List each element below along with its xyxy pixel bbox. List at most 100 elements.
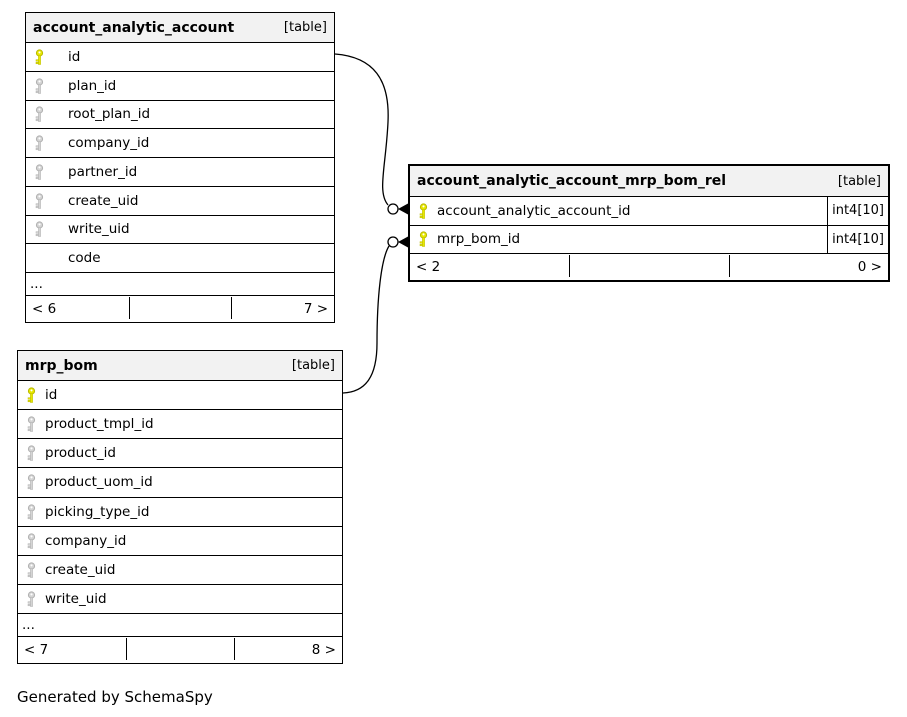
column-row-account_analytic_account_id: account_analytic_account_id int4[10]	[410, 197, 888, 225]
foreign-key-icon	[35, 78, 44, 94]
relationship-edge-mrp-bom	[342, 236, 408, 394]
table-name[interactable]: account_analytic_account_mrp_bom_rel	[417, 173, 727, 189]
footer-parents-count: < 2	[416, 259, 441, 275]
foreign-key-icon	[27, 474, 36, 491]
key-icon-slot	[26, 474, 45, 491]
column-type: int4[10]	[827, 197, 888, 225]
foreign-key-icon	[35, 135, 44, 151]
column-row-company_id: company_id	[18, 525, 342, 555]
column-row-create_uid: create_uid	[26, 185, 334, 215]
foreign-key-icon	[35, 106, 44, 123]
table-header[interactable]: mrp_bom [table]	[18, 351, 342, 381]
table-account_analytic_account: account_analytic_account [table] id plan_id…	[25, 12, 335, 323]
column-name: plan_id	[68, 77, 117, 94]
column-row-company_id: company_id	[26, 128, 334, 157]
primary-key-icon	[35, 49, 44, 65]
column-row-plan_id: plan_id	[26, 70, 334, 100]
key-icon-slot	[26, 503, 45, 520]
key-icon-slot	[26, 562, 45, 578]
key-icon-slot	[26, 533, 45, 549]
column-name: create_uid	[45, 561, 116, 578]
key-icon-slot	[34, 78, 68, 94]
table-header[interactable]: account_analytic_account_mrp_bom_rel [tab…	[410, 166, 888, 197]
edge-arrowhead-icon	[398, 236, 408, 248]
more-columns-ellipsis: ...	[18, 613, 342, 636]
column-name: picking_type_id	[45, 503, 150, 520]
primary-key-icon	[419, 231, 428, 247]
column-name: code	[68, 250, 101, 267]
key-icon-slot	[26, 387, 45, 403]
key-icon-slot	[26, 416, 45, 432]
foreign-key-icon	[35, 221, 44, 238]
primary-key-icon	[419, 203, 428, 219]
key-icon-slot	[34, 106, 68, 123]
column-name: create_uid	[68, 192, 139, 209]
table-name[interactable]: mrp_bom	[25, 357, 98, 374]
foreign-key-icon	[35, 193, 44, 209]
key-icon-slot	[26, 591, 45, 607]
column-name: write_uid	[45, 590, 107, 607]
column-row-picking_type_id: picking_type_id	[18, 496, 342, 526]
foreign-key-icon	[27, 503, 36, 520]
key-icon-slot	[34, 164, 68, 180]
column-name: mrp_bom_id	[437, 231, 521, 248]
foreign-key-icon	[27, 591, 36, 607]
table-name[interactable]: account_analytic_account	[33, 19, 235, 36]
column-row-write_uid: write_uid	[18, 583, 342, 613]
column-name: account_analytic_account_id	[437, 202, 631, 219]
column-name: product_tmpl_id	[45, 416, 154, 433]
column-row-mrp_bom_id: mrp_bom_id int4[10]	[410, 224, 888, 253]
key-icon-slot	[418, 203, 437, 219]
edge-arrowhead-icon	[398, 203, 408, 215]
footer-spacer	[126, 637, 234, 663]
column-row-root_plan_id: root_plan_id	[26, 99, 334, 129]
column-row-write_uid: write_uid	[26, 214, 334, 244]
relationship-edge-account-analytic-account	[334, 53, 408, 215]
column-row-product_uom_id: product_uom_id	[18, 467, 342, 496]
column-name: company_id	[45, 532, 127, 549]
column-row-partner_id: partner_id	[26, 157, 334, 186]
table-header[interactable]: account_analytic_account [table]	[26, 13, 334, 43]
column-name: product_uom_id	[45, 474, 153, 491]
column-name: company_id	[68, 135, 150, 152]
edge-circle-terminator	[387, 236, 399, 248]
foreign-key-icon	[27, 562, 36, 578]
column-row-create_uid: create_uid	[18, 554, 342, 584]
column-name: write_uid	[68, 221, 130, 238]
edge-line	[334, 53, 389, 206]
primary-key-icon	[27, 387, 36, 403]
table-footer: < 7 8 >	[18, 636, 342, 663]
table-footer: < 6 7 >	[26, 295, 334, 322]
column-name: id	[45, 387, 58, 404]
footer-children-count: 0 >	[728, 254, 888, 280]
column-type: int4[10]	[827, 225, 888, 253]
table-type-tag: [table]	[283, 20, 327, 35]
key-icon-slot	[418, 231, 437, 247]
more-columns-ellipsis: ...	[26, 272, 334, 295]
table-footer: < 2 0 >	[410, 253, 888, 280]
column-row-id: id	[18, 381, 342, 409]
foreign-key-icon	[27, 416, 36, 432]
table-mrp_bom: mrp_bom [table] id product_tmpl_id product_i…	[17, 350, 343, 664]
footer-spacer	[569, 254, 728, 280]
column-name: id	[68, 48, 81, 65]
footer-parents-count: < 7	[24, 642, 49, 658]
table-type-tag: [table]	[837, 173, 881, 189]
foreign-key-icon	[27, 533, 36, 549]
column-name: root_plan_id	[68, 106, 151, 123]
footer-parents-count: < 6	[32, 301, 57, 317]
column-name: partner_id	[68, 163, 138, 180]
foreign-key-icon	[35, 164, 44, 180]
footer-children-count: 8 >	[234, 637, 342, 663]
column-row-product_tmpl_id: product_tmpl_id	[18, 409, 342, 438]
footer-spacer	[128, 296, 232, 322]
edge-circle-terminator	[387, 203, 399, 215]
key-icon-slot	[26, 445, 45, 462]
edge-line	[342, 245, 390, 394]
table-type-tag: [table]	[291, 358, 335, 373]
column-name: product_id	[45, 445, 116, 462]
foreign-key-icon	[27, 445, 36, 462]
footer-children-count: 7 >	[231, 296, 334, 322]
column-row-code: code	[26, 243, 334, 272]
table-account_analytic_account_mrp_bom_rel: account_analytic_account_mrp_bom_rel [tab…	[408, 164, 890, 282]
